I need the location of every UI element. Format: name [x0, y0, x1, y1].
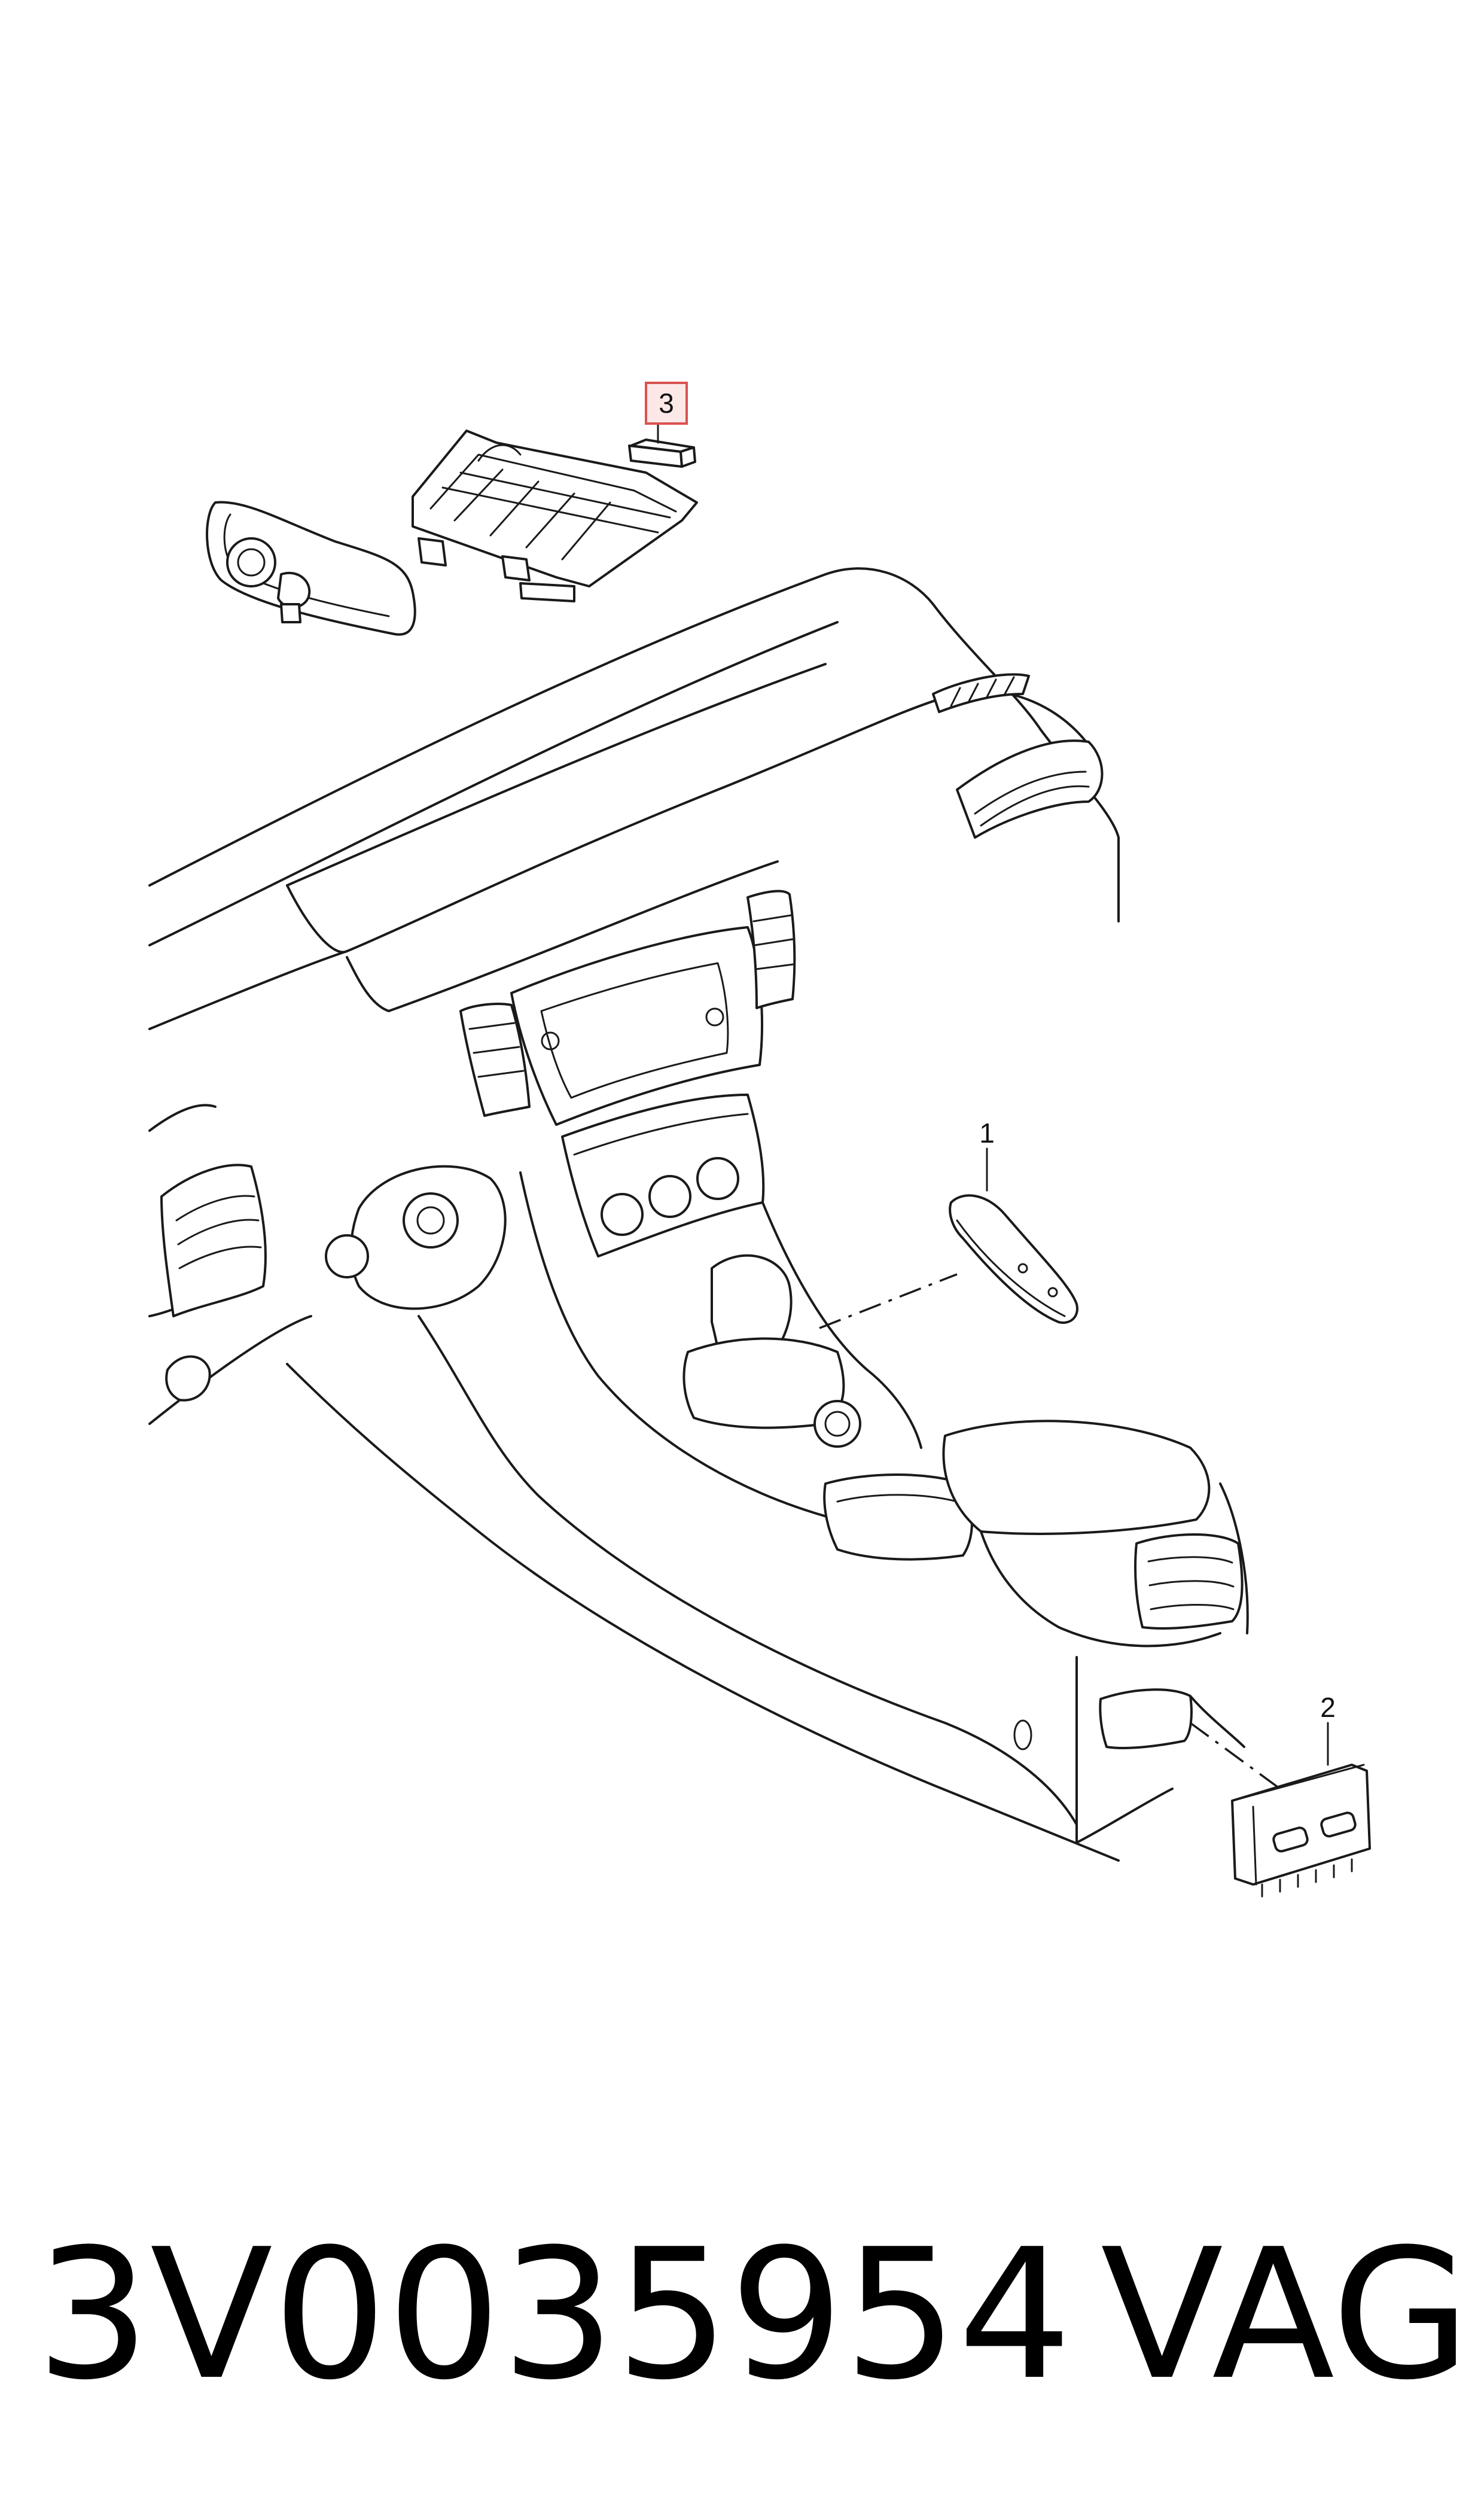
centre-console — [286, 1171, 1249, 1862]
part-number: 3V0035954 — [36, 2211, 1072, 2419]
callout-3-label: 3 — [659, 388, 674, 419]
callout-1: 1 — [979, 1118, 995, 1149]
left-vents — [160, 1164, 267, 1317]
steering-column — [165, 1165, 507, 1402]
rear-view-mirror — [206, 501, 416, 636]
brand-label: VAG — [1101, 2211, 1471, 2419]
center-vents — [459, 890, 796, 1117]
callout-3: 3 — [645, 382, 688, 425]
callout-3-highlight-box — [645, 382, 688, 425]
callout-2: 2 — [1320, 1692, 1336, 1723]
infotainment-screen — [510, 926, 763, 1126]
overhead-console-bracket — [412, 430, 698, 602]
climate-control-panel — [561, 1094, 765, 1258]
callout-2-label: 2 — [1320, 1692, 1336, 1723]
dashboard — [148, 567, 1120, 1425]
part-1-trim-strip — [819, 1147, 1078, 1329]
part-2-usb-socket — [1189, 1722, 1371, 1898]
callout-1-label: 1 — [979, 1118, 995, 1149]
part-3-clip — [628, 418, 696, 468]
